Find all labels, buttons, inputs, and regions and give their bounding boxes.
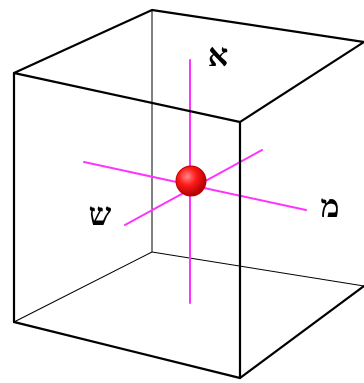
label-top: א (208, 36, 229, 74)
label-right: מ (321, 187, 340, 225)
cube-edge (238, 284, 364, 380)
cube-edge (13, 251, 153, 323)
center-point (175, 165, 207, 197)
cube-edge (151, 251, 364, 287)
cube-edge (12, 320, 242, 380)
cube-back-edges (13, 9, 364, 323)
label-left: ש (89, 195, 112, 233)
cube-front-edges (12, 8, 364, 380)
cube-top-face (12, 8, 364, 124)
